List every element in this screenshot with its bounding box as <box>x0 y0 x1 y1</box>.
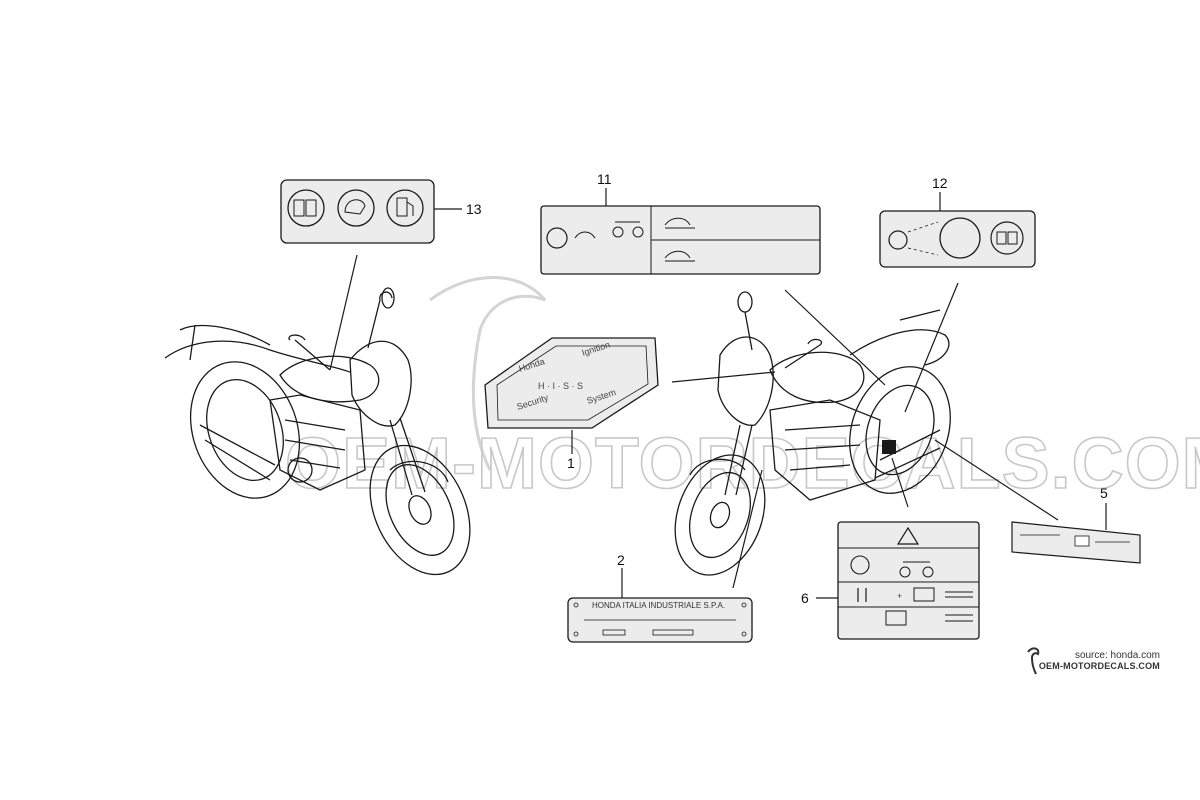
rider-icon <box>574 231 596 239</box>
callout-6: 6 <box>801 590 809 606</box>
watermark-text: OEM-MOTORDECALS.COM <box>285 424 1200 504</box>
callout-11: 11 <box>597 171 612 187</box>
manual-book-icon <box>990 221 1024 255</box>
source-credit: source: honda.com OEM-MOTORDECALS.COM <box>1039 650 1160 671</box>
label-13 <box>280 179 435 244</box>
battery-icon <box>913 587 935 602</box>
label-12 <box>879 210 1036 268</box>
callout-2: 2 <box>617 552 625 568</box>
watermark: OEM-MOTORDECALS.COM <box>284 276 1200 505</box>
callout-1: 1 <box>567 455 575 471</box>
motorcycle-small-icon <box>899 566 911 578</box>
plate-text: HONDA ITALIA INDUSTRIALE S.P.A. <box>592 601 725 610</box>
manual-book-icon <box>287 189 325 227</box>
leader-line-6-to-bike <box>891 457 909 508</box>
watermark-bird-icon <box>429 276 547 471</box>
callout-5: 5 <box>1100 485 1108 501</box>
bird-logo-icon <box>1027 647 1040 675</box>
manual-book-icon <box>546 227 568 249</box>
svg-text:+: + <box>897 591 902 601</box>
motorcycle-small-icon-bottom <box>664 250 695 262</box>
label-5 <box>1011 521 1141 564</box>
leader-line-2-to-bike <box>732 469 763 589</box>
source-line-2: OEM-MOTORDECALS.COM <box>1038 661 1160 671</box>
source-logo <box>1026 646 1042 681</box>
leader-line-1-to-bike <box>671 371 776 383</box>
motorcycle-small-icon-top <box>664 217 695 229</box>
callout-12: 12 <box>932 175 948 191</box>
hiss-text-hiss: H · I · S · S <box>538 381 583 391</box>
motorcycle-left-view <box>164 287 471 576</box>
leader-line-12-to-bike <box>904 282 959 413</box>
motorcycle-right-view <box>674 291 951 576</box>
warning-triangle-icon <box>896 526 920 545</box>
person-icons <box>857 588 867 602</box>
motorcycle-small-icon <box>612 226 624 238</box>
leader-line-13-to-bike <box>329 254 358 371</box>
label-2-plate: HONDA ITALIA INDUSTRIALE S.P.A. <box>567 597 753 643</box>
fuel-pump-icon <box>386 189 424 227</box>
tire-large-icon <box>939 217 981 259</box>
label-position-marker <box>882 440 896 454</box>
manual-book-icon <box>850 555 870 575</box>
battery-icon-lower <box>885 610 907 626</box>
leader-line-5-to-bike <box>934 439 1059 521</box>
label-11 <box>540 205 821 275</box>
label-6: + <box>837 521 980 640</box>
label-1-hiss: Honda Ignition H · I · S · S Security Sy… <box>484 337 659 429</box>
tire-small-icon <box>888 230 908 250</box>
helmet-icon <box>337 189 375 227</box>
leader-line-11-to-bike <box>784 289 886 386</box>
source-line-1: source: honda.com <box>1074 650 1160 661</box>
callout-13: 13 <box>466 201 482 217</box>
